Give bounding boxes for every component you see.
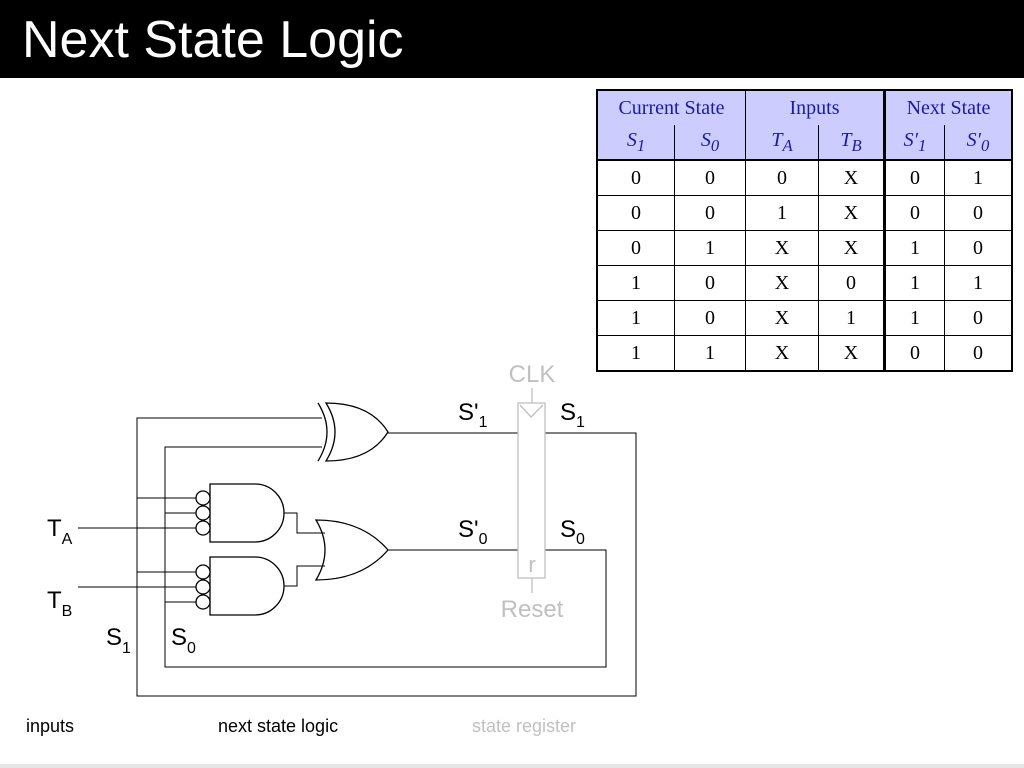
and-gate-bottom bbox=[195, 556, 285, 616]
wire-s0-feedback bbox=[164, 446, 607, 668]
table-cell: 1 bbox=[674, 230, 746, 266]
table-cell: X bbox=[745, 230, 819, 266]
table-cell: 0 bbox=[674, 300, 746, 336]
label-s1-next: S'1 bbox=[458, 399, 488, 431]
table-cell: X bbox=[818, 230, 886, 266]
wire-and1-or bbox=[284, 512, 325, 534]
col-s1: S1 bbox=[596, 125, 675, 161]
group-current-state: Current State bbox=[596, 89, 746, 125]
table-cell: 1 bbox=[884, 300, 945, 336]
group-next-state: Next State bbox=[884, 89, 1013, 125]
table-cell: 0 bbox=[884, 195, 945, 231]
col-s1-next: S′1 bbox=[884, 125, 945, 161]
or-gate bbox=[314, 519, 389, 581]
caption-state-register: state register bbox=[472, 716, 576, 736]
label-tb: TB bbox=[47, 587, 72, 620]
clk-label: CLK bbox=[509, 361, 556, 388]
register-r-label: r bbox=[528, 552, 535, 577]
label-ta: TA bbox=[47, 515, 73, 548]
truth-table: Current State Inputs Next State S1 S0 TA… bbox=[596, 89, 1013, 372]
wire-and2-or bbox=[284, 565, 325, 587]
group-inputs: Inputs bbox=[745, 89, 886, 125]
table-cell: 0 bbox=[596, 230, 675, 266]
caption-inputs: inputs bbox=[26, 716, 74, 736]
label-s1-in: S1 bbox=[106, 624, 131, 657]
table-cell: 1 bbox=[944, 265, 1013, 301]
label-s0-next: S'0 bbox=[458, 516, 488, 548]
table-cell: X bbox=[745, 335, 819, 372]
table-cell: X bbox=[818, 335, 886, 372]
slide-title: Next State Logic bbox=[22, 11, 404, 69]
table-cell: 0 bbox=[674, 195, 746, 231]
col-s0-next: S′0 bbox=[944, 125, 1013, 161]
footer-bar bbox=[0, 764, 1024, 768]
and-gate-top bbox=[195, 483, 285, 543]
wire-s1-feedback bbox=[136, 417, 637, 697]
table-cell: 1 bbox=[596, 300, 675, 336]
label-s1-out: S1 bbox=[560, 399, 585, 431]
table-cell: 0 bbox=[944, 195, 1013, 231]
table-cell: 1 bbox=[596, 335, 675, 372]
title-bar: Next State Logic bbox=[0, 0, 1024, 78]
table-column-header-row: S1 S0 TA TB S′1 S′0 bbox=[596, 125, 1013, 161]
table-cell: 0 bbox=[944, 335, 1013, 372]
col-tb: TB bbox=[818, 125, 886, 161]
table-cell: 1 bbox=[674, 335, 746, 372]
table-cell: 0 bbox=[944, 230, 1013, 266]
label-s0-out: S0 bbox=[560, 516, 585, 548]
table-cell: 0 bbox=[944, 300, 1013, 336]
xor-gate bbox=[317, 402, 389, 462]
col-s0: S0 bbox=[674, 125, 746, 161]
table-cell: 0 bbox=[596, 159, 675, 196]
table-cell: 0 bbox=[884, 159, 945, 196]
state-register bbox=[517, 388, 546, 593]
table-cell: 0 bbox=[884, 335, 945, 372]
table-cell: X bbox=[818, 195, 886, 231]
caption-next-state-logic: next state logic bbox=[218, 716, 338, 736]
table-cell: 1 bbox=[818, 300, 886, 336]
table-group-header-row: Current State Inputs Next State bbox=[596, 89, 1013, 125]
label-s0-in: S0 bbox=[171, 624, 196, 657]
table-cell: 1 bbox=[745, 195, 819, 231]
table-cell: X bbox=[745, 300, 819, 336]
reset-label: Reset bbox=[501, 596, 564, 623]
table-cell: 0 bbox=[674, 159, 746, 196]
